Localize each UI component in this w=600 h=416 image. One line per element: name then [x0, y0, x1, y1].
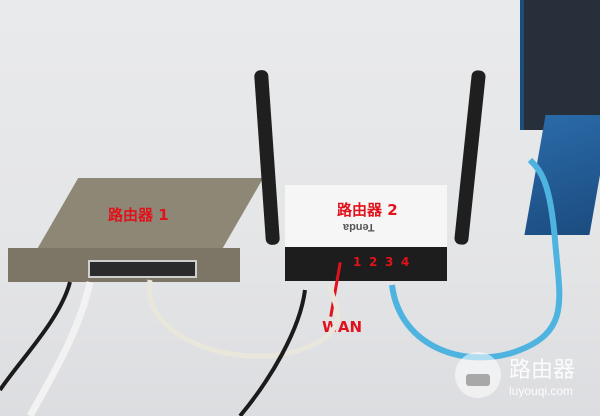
router-2-back	[285, 247, 447, 281]
port-3-label: 3	[385, 255, 394, 269]
router-2: 路由器 2 Tenda 1 2 3 4	[253, 69, 487, 285]
router-1-ports	[88, 260, 197, 278]
watermark-title: 路由器	[509, 358, 576, 383]
port-4-label: 4	[401, 255, 410, 269]
router-1-label: 路由器 1	[108, 206, 169, 224]
port-1-label: 1	[353, 255, 362, 269]
watermark-url: luyouqi.com	[509, 384, 574, 398]
laptop-lid	[520, 0, 600, 130]
laptop	[515, 0, 600, 240]
router-2-body	[285, 185, 447, 247]
watermark: 路由器 luyouqi.com	[455, 352, 575, 398]
router-2-label: 路由器 2	[337, 201, 398, 219]
router-1: 路由器 1	[8, 178, 264, 286]
port-2-label: 2	[369, 255, 378, 269]
router-icon	[455, 352, 501, 398]
